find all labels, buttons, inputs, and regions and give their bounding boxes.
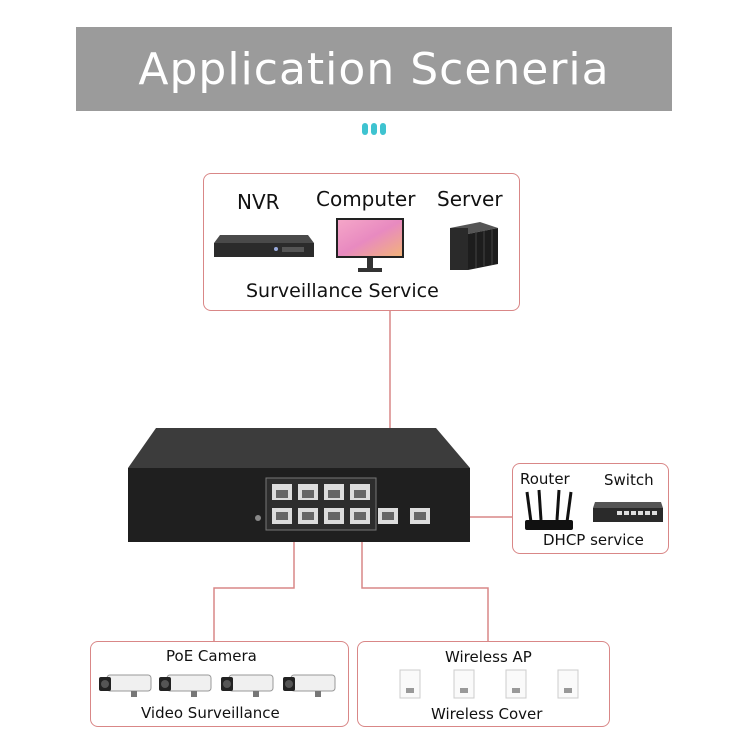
wireless-ap-icon: [557, 669, 579, 699]
connector-left-bottom: [213, 528, 295, 641]
wireless-ap-box: Wireless AP Wireless Cover: [357, 641, 610, 727]
page-title: Application Sceneria: [138, 43, 610, 95]
camera-icon: [159, 674, 212, 697]
dhcp-service-box: Router Switch DHCP service: [512, 463, 669, 554]
switch-label: Switch: [604, 471, 654, 489]
wireless-cover-caption: Wireless Cover: [431, 705, 543, 723]
camera-icon: [99, 674, 152, 697]
poe-switch-icon: [128, 428, 470, 542]
nvr-label: NVR: [237, 190, 280, 214]
video-surveillance-caption: Video Surveillance: [141, 704, 280, 722]
server-icon: [450, 222, 498, 270]
server-label: Server: [437, 187, 503, 211]
title-banner: Application Sceneria: [76, 27, 672, 111]
poe-camera-label: PoE Camera: [166, 647, 257, 665]
computer-label: Computer: [316, 187, 416, 211]
router-label: Router: [520, 470, 570, 488]
switch-icon: [593, 502, 663, 522]
wireless-ap-icon: [399, 669, 421, 699]
computer-icon: [336, 218, 404, 272]
connector-right-bottom: [361, 528, 489, 641]
surveillance-service-caption: Surveillance Service: [246, 280, 439, 302]
camera-icon: [283, 674, 336, 697]
wireless-ap-icon: [505, 669, 527, 699]
poe-camera-box: PoE Camera Video Surveillance: [90, 641, 349, 727]
surveillance-service-box: NVR Computer Server Surveillance Service: [203, 173, 520, 311]
wireless-ap-label: Wireless AP: [445, 648, 532, 666]
decorative-dots-icon: [362, 123, 386, 135]
dhcp-service-caption: DHCP service: [543, 531, 644, 549]
router-icon: [525, 489, 573, 530]
wireless-ap-icon: [453, 669, 475, 699]
camera-icon: [221, 674, 274, 697]
nvr-icon: [214, 235, 314, 257]
